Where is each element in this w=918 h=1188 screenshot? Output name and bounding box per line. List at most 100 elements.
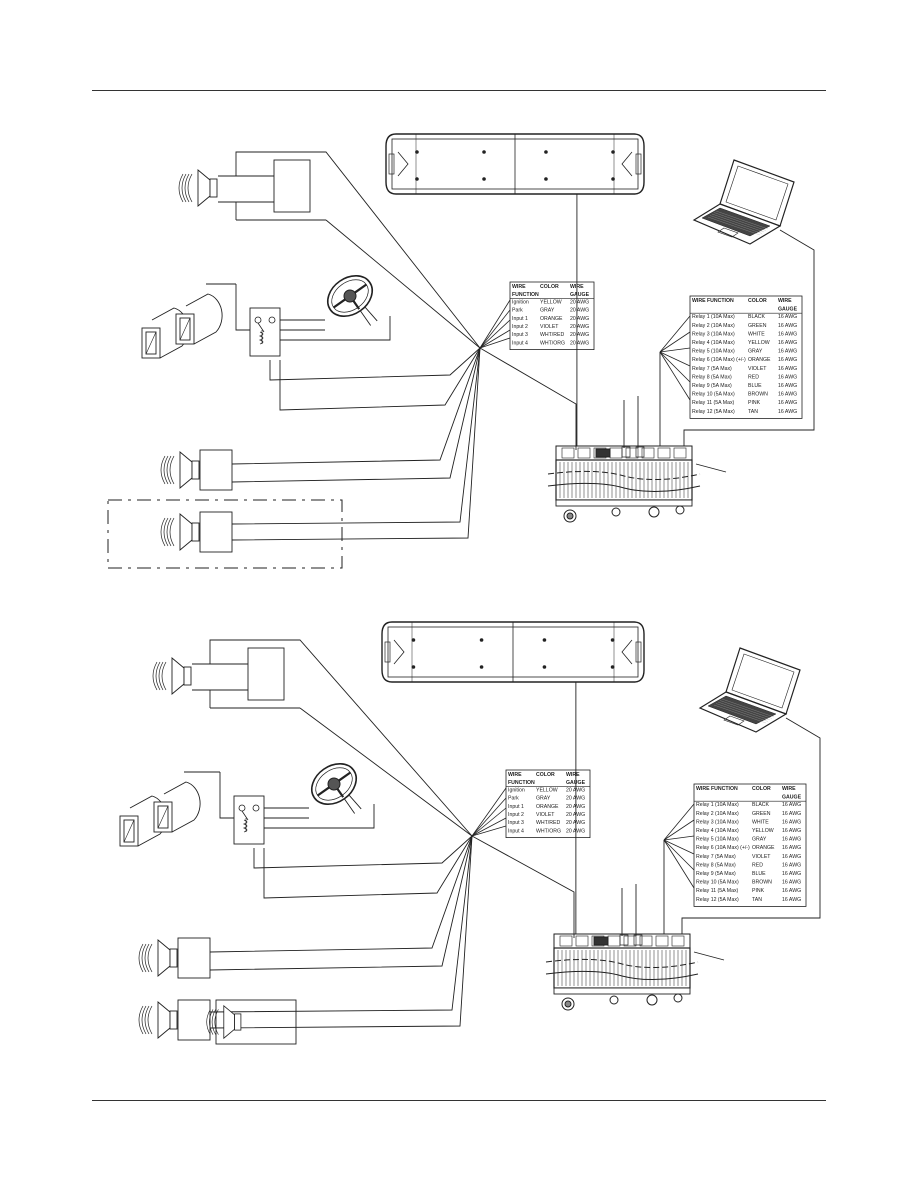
table-cell: Relay 12 (5A Max) [692,409,735,415]
harness-wire [663,819,695,841]
table-cell: Relay 5 (10A Max) [692,349,735,355]
table-cell: RED [748,374,759,380]
table-cell: 16 AWG [778,331,797,337]
table-cell: Relay 1 (10A Max) [692,314,735,320]
laptop-icon [698,647,801,733]
table-header-cell: FUNCTION [512,292,539,298]
sound-wave-arc [181,173,187,203]
controller-connector [657,447,671,459]
top-rule [92,90,826,91]
sound-wave-arc [160,455,166,485]
controller-connector [641,447,655,459]
speaker-driver [191,522,200,542]
table-header-cell: WIRE [512,284,526,290]
sound-wave-arc [155,661,161,691]
table-cell: VIOLET [748,366,767,372]
horn-mount-inner [179,317,191,341]
table-cell: 20 AWG [570,316,589,322]
controller-connector [623,935,637,947]
table-cell: 16 AWG [778,392,797,398]
lightbar-led [479,665,484,669]
table-cell: Ignition [508,787,525,793]
main-harness [479,347,577,450]
speaker-cone [157,939,171,977]
sound-wave-arc [206,1009,211,1035]
table-cell: Relay 8 (5A Max) [692,374,732,380]
speaker-cone [171,657,185,695]
sound-wave-arc [187,173,193,203]
relay-icon [249,307,281,357]
speaker-wire [231,347,481,483]
lightbar-led [544,177,548,181]
table-cell: Ignition [512,299,529,305]
wire [263,835,473,899]
controller-connector [673,447,687,459]
sound-wave-arc [209,1009,214,1035]
controller-connector [577,447,591,459]
harness-wire [663,839,695,871]
table-cell: Input 2 [512,324,528,330]
speaker-driver [183,666,192,686]
table-cell: Relay 7 (5A Max) [692,366,732,372]
lightbar-led [415,150,419,154]
table-cell: Input 2 [508,812,524,818]
harness-wire [471,807,507,837]
table-cell: Input 1 [512,316,528,322]
lightbar-led [542,665,547,669]
controller-connector [639,935,653,947]
lightbar-end-cap [384,641,391,663]
laptop-key-row [717,701,771,721]
table-cell: Park [508,796,519,802]
table-cell: Relay 12 (5A Max) [696,897,739,903]
sound-wave-arc [161,661,167,691]
lightbar-led [482,150,486,154]
table-cell: Input 4 [508,828,524,834]
sound-wave-arc [158,661,164,691]
table-cell: 20 AWG [570,340,589,346]
speaker-wire [209,835,473,971]
laptop-trackpad [723,715,745,726]
harness-wire [659,351,691,367]
sound-wave-arc [178,173,184,203]
lightbar-end-cap [388,153,395,175]
table-cell: 16 AWG [778,383,797,389]
lightbar-led [544,150,548,154]
table-header-cell: WIRE [778,298,792,304]
harness-wire [479,319,511,349]
lightbar-led [479,638,484,642]
controller-knob [675,505,685,515]
sound-wave-arc [211,1009,216,1035]
relay-wire-table-border [693,783,807,907]
table-cell: 16 AWG [782,837,801,843]
siren-speaker-icon [178,169,218,207]
table-cell: BLUE [752,871,766,877]
speaker-driver [209,178,218,198]
input-wire-table: WIREFUNCTIONCOLORWIREGAUGEIgnitionYELLOW… [509,281,595,350]
sound-wave-arc [214,1009,219,1035]
table-cell: 16 AWG [778,323,797,329]
sound-wave-arc [138,943,144,973]
harness-wire [325,219,481,349]
table-cell: 16 AWG [782,845,801,851]
speaker-cone [157,1001,171,1039]
relay-terminal [268,316,276,324]
sound-wave-arc [184,173,190,203]
input-wire-table: WIREFUNCTIONCOLORWIREGAUGEIgnitionYELLOW… [505,769,591,838]
table-header-cell: WIRE FUNCTION [696,786,738,792]
table-cell: Relay 4 (10A Max) [692,340,735,346]
horn-bell [185,293,223,345]
laptop-keyboard [707,695,777,725]
table-cell: Relay 4 (10A Max) [696,828,739,834]
lightbar-led [411,638,416,642]
table-cell: BLACK [752,802,770,808]
harness-wire [663,839,695,889]
table-header-cell: COLOR [536,772,555,778]
controller-harness [545,958,699,969]
lightbar-led [482,177,486,181]
steering-column [359,307,378,326]
table-cell: Relay 1 (10A Max) [696,802,739,808]
table-cell: VIOLET [540,324,559,330]
table-cell: Park [512,308,523,314]
lightbar-led [611,150,615,154]
